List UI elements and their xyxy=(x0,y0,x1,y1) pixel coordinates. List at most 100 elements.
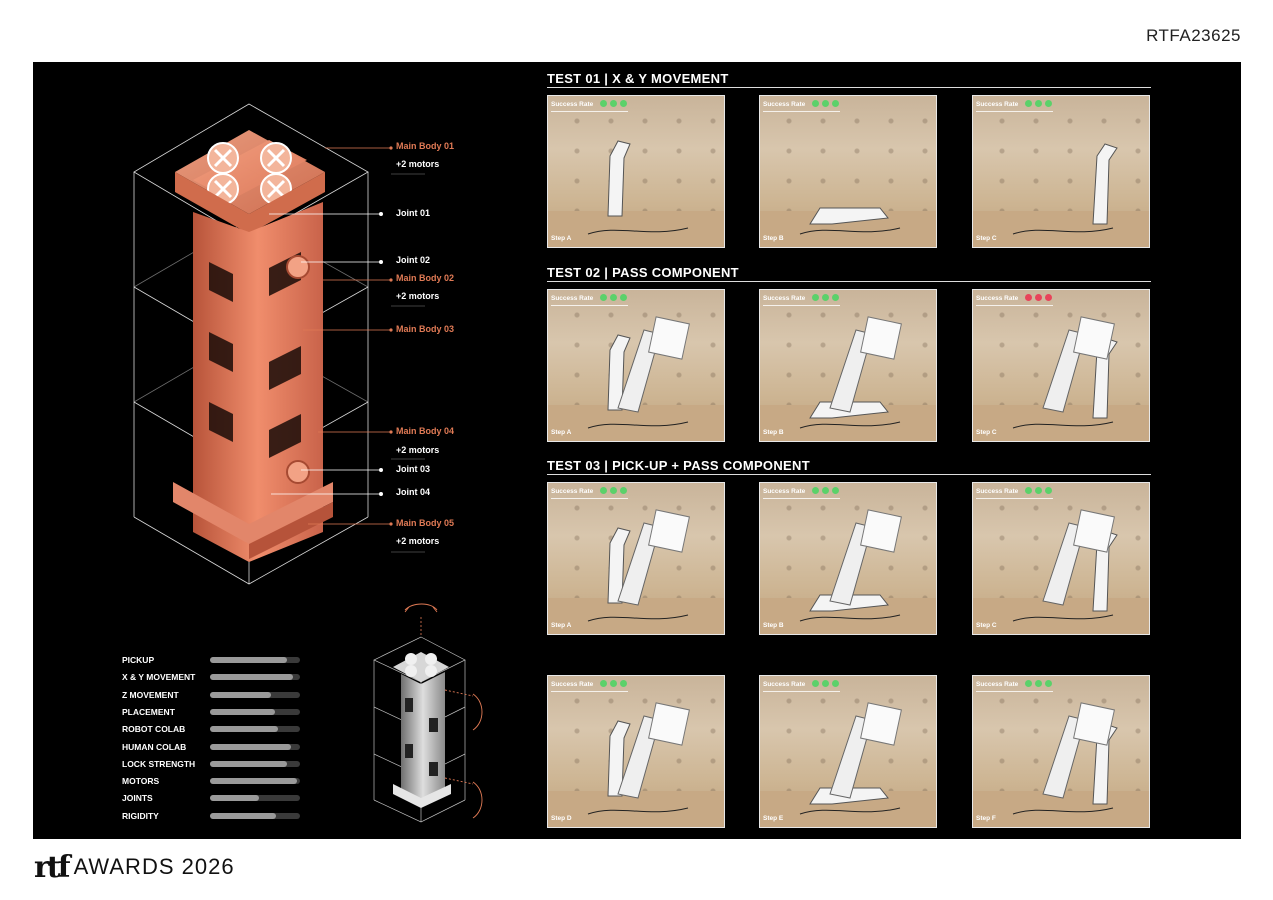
success-indicator-dot xyxy=(1035,487,1042,494)
label-underline xyxy=(976,691,1053,692)
success-indicator-dot xyxy=(812,100,819,107)
success-rate-label: Success Rate xyxy=(551,488,594,495)
success-indicator-dot xyxy=(600,100,607,107)
metric-bar-fill xyxy=(210,778,298,785)
label-underline xyxy=(763,111,840,112)
label-underline xyxy=(551,691,628,692)
callout-joint-01: Joint 01 xyxy=(396,208,431,218)
success-rate-label: Success Rate xyxy=(551,681,594,688)
success-indicator-dot xyxy=(600,487,607,494)
metric-row: PICKUP xyxy=(122,655,312,667)
success-indicator-dot xyxy=(822,294,829,301)
success-indicator-dot xyxy=(620,294,627,301)
metric-bar-fill xyxy=(210,795,259,802)
callout-main-body-04: Main Body 04 xyxy=(396,426,455,436)
success-rate-label: Success Rate xyxy=(763,101,806,108)
success-rate-dots xyxy=(600,100,627,107)
step-label: Step B xyxy=(763,622,784,629)
metric-bar-fill xyxy=(210,726,279,733)
metric-bar-fill xyxy=(210,760,288,767)
success-indicator-dot xyxy=(1025,100,1032,107)
robot-arm-photo xyxy=(587,316,690,429)
presentation-panel: Main Body 01 +2 motors Joint 01 Joint 02… xyxy=(33,62,1241,839)
robot-arm-photo xyxy=(799,509,902,622)
success-indicator-dot xyxy=(1035,294,1042,301)
label-underline xyxy=(976,305,1053,306)
success-indicator-dot xyxy=(1035,100,1042,107)
step-label: Step D xyxy=(551,815,572,822)
success-indicator-dot xyxy=(832,487,839,494)
floor xyxy=(548,210,724,247)
success-rate-dots xyxy=(1025,100,1052,107)
test-02-title: TEST 02 | PASS COMPONENT xyxy=(547,265,1151,282)
success-rate-label: Success Rate xyxy=(976,681,1019,688)
success-indicator-dot xyxy=(1045,294,1052,301)
success-indicator-dot xyxy=(600,294,607,301)
tiled-wall xyxy=(973,96,1149,211)
metric-bar-fill xyxy=(210,657,287,663)
step-label: Step C xyxy=(976,622,997,629)
success-indicator-dot xyxy=(1025,680,1032,687)
label-underline xyxy=(976,498,1053,499)
metric-label: Z MOVEMENT xyxy=(122,689,179,700)
callout-joint-04: Joint 04 xyxy=(396,487,431,497)
metric-bar-fill xyxy=(210,812,276,819)
metric-row: X & Y MOVEMENT xyxy=(122,672,312,684)
step-label: Step F xyxy=(976,815,996,822)
metric-row: HUMAN COLAB xyxy=(122,742,312,754)
step-label: Step A xyxy=(551,622,572,629)
callout-motors: +2 motors xyxy=(396,291,440,301)
test-03-title: TEST 03 | PICK-UP + PASS COMPONENT xyxy=(547,458,1151,475)
metric-row: ROBOT COLAB xyxy=(122,724,312,736)
step-label: Step A xyxy=(551,235,572,242)
callout-lines-copper xyxy=(303,147,391,525)
project-code: RTFA23625 xyxy=(1146,26,1241,45)
metric-label: PICKUP xyxy=(122,655,155,665)
metric-row: Z MOVEMENT xyxy=(122,690,312,702)
metric-row: JOINTS xyxy=(122,793,312,805)
callout-main-body-05: Main Body 05 xyxy=(396,518,455,528)
label-underline xyxy=(763,691,840,692)
success-rate-dots xyxy=(600,680,627,687)
step-label: Step A xyxy=(551,429,572,436)
callout-lines-white xyxy=(269,173,425,553)
metric-label: PLACEMENT xyxy=(122,706,175,717)
callout-main-body-02: Main Body 02 xyxy=(396,273,455,283)
robot-arm-photo xyxy=(587,509,690,622)
small-grey-model xyxy=(373,603,483,823)
floor xyxy=(973,210,1149,247)
success-indicator-dot xyxy=(620,680,627,687)
success-rate-label: Success Rate xyxy=(763,681,806,688)
success-indicator-dot xyxy=(620,100,627,107)
step-label: Step B xyxy=(763,429,784,436)
copper-tower xyxy=(173,130,333,562)
success-indicator-dot xyxy=(812,294,819,301)
metric-row: LOCK STRENGTH xyxy=(122,759,312,771)
callout-motors: +2 motors xyxy=(396,159,440,169)
metric-label: HUMAN COLAB xyxy=(122,741,187,752)
callout-joint-03: Joint 03 xyxy=(396,464,431,474)
success-indicator-dot xyxy=(600,680,607,687)
robot-arm-photo xyxy=(587,140,689,235)
step-label: Step C xyxy=(976,429,997,436)
metric-bar-track xyxy=(210,743,300,750)
metric-label: X & Y MOVEMENT xyxy=(122,672,196,683)
metric-bar-track xyxy=(210,760,300,767)
success-rate-label: Success Rate xyxy=(976,295,1019,302)
success-rate-label: Success Rate xyxy=(763,488,806,495)
success-rate-dots xyxy=(812,294,839,301)
success-indicator-dot xyxy=(610,100,617,107)
metric-bar-fill xyxy=(210,743,291,750)
success-rate-label: Success Rate xyxy=(976,488,1019,495)
success-indicator-dot xyxy=(620,487,627,494)
success-indicator-dot xyxy=(610,680,617,687)
